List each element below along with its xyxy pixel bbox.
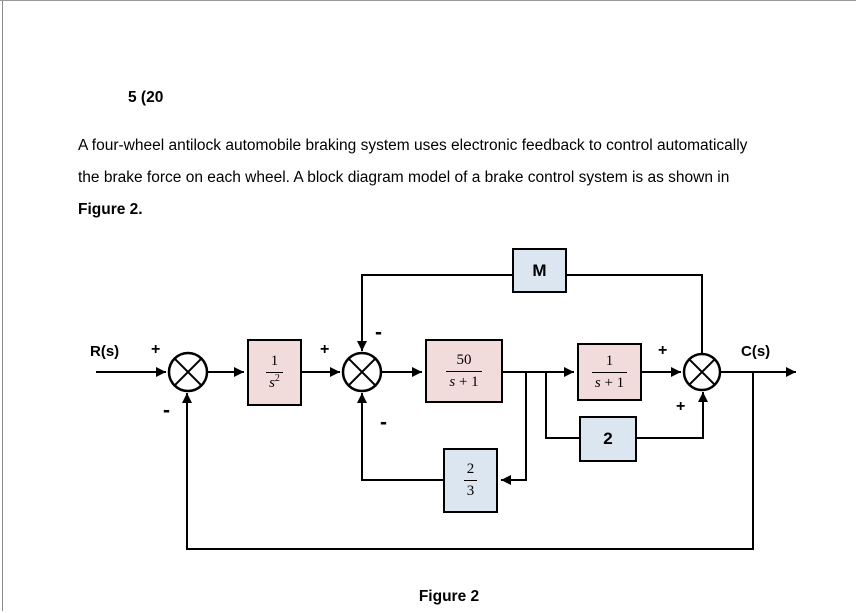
- m-gain-label: M: [532, 260, 547, 280]
- sum2-top-minus-sign: -: [375, 321, 382, 344]
- page-edge-left: [2, 0, 3, 611]
- gain2-label: 2: [603, 429, 613, 448]
- paragraph-line: the brake force on each wheel. A block d…: [78, 169, 730, 186]
- block-gain2: 2: [579, 416, 637, 462]
- sum1-plus-sign: +: [151, 341, 161, 358]
- block-m-gain: M: [512, 248, 567, 293]
- page-edge-top: [0, 0, 856, 1]
- problem-number: 5 (20: [128, 89, 164, 106]
- paragraph-line: A four-wheel antilock automobile braking…: [78, 137, 748, 154]
- two-thirds-to-sum2-line: [357, 393, 443, 481]
- branch-to-two-thirds-line: [501, 372, 527, 485]
- sum2-plus-sign: +: [320, 341, 330, 358]
- outer-feedback-line: [182, 372, 754, 550]
- sum3-plus-sign: +: [658, 342, 668, 359]
- paragraph-line-figure-ref: Figure 2.: [78, 201, 143, 218]
- summing-junction-1: [167, 351, 209, 393]
- output-signal-label: C(s): [741, 343, 771, 360]
- sum3-to-m-line: [567, 274, 703, 353]
- sum2-bottom-minus-sign: -: [380, 411, 387, 434]
- figure-caption: Figure 2: [418, 588, 480, 605]
- gain2-to-sum3-line: [637, 392, 708, 439]
- problem-statement: A four-wheel antilock automobile braking…: [78, 130, 747, 226]
- summing-junction-2: [341, 351, 383, 393]
- summing-junction-3: [682, 352, 722, 392]
- m-to-sum2-line: [357, 274, 512, 351]
- branch-to-gain2-line: [545, 372, 579, 439]
- sum3-bottom-plus-sign: +: [676, 398, 686, 415]
- input-signal-label: R(s): [90, 343, 120, 360]
- sum1-minus-sign: -: [163, 399, 170, 422]
